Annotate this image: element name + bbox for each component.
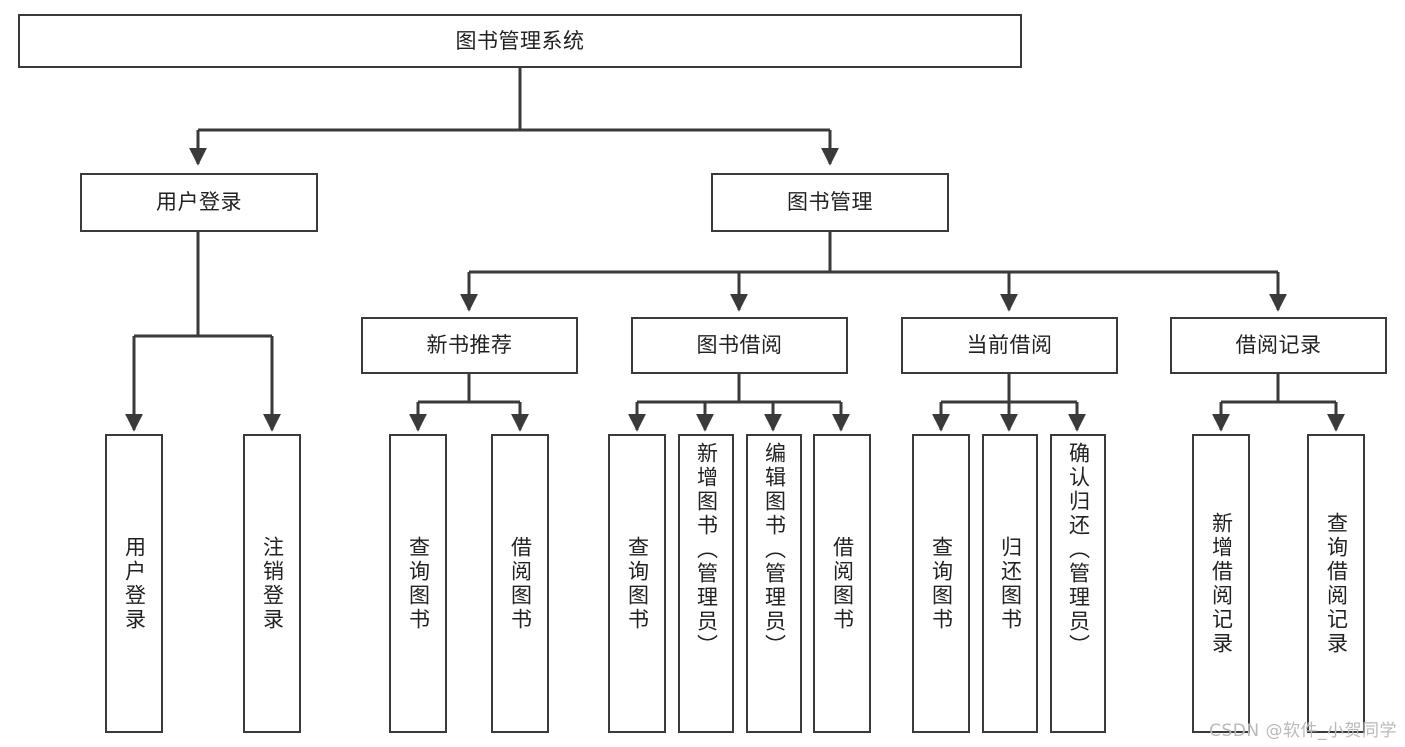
node-root[interactable]: 图书管理系统 <box>18 14 1022 68</box>
watermark-text: CSDN @软件_小贺同学 <box>1209 721 1397 741</box>
node-user-login[interactable]: 用户登录 <box>80 173 318 232</box>
node-new-book-recommend-label: 新书推荐 <box>426 333 513 358</box>
node-book-management-label: 图书管理 <box>787 190 873 215</box>
node-leaf-logout-login[interactable]: 注销登录 <box>243 434 301 733</box>
node-leaf-borrow-book-2[interactable]: 借阅图书 <box>813 434 871 733</box>
node-new-book-recommend[interactable]: 新书推荐 <box>361 317 578 374</box>
node-borrow-record[interactable]: 借阅记录 <box>1170 317 1387 374</box>
node-root-label: 图书管理系统 <box>455 28 585 53</box>
node-current-borrow[interactable]: 当前借阅 <box>901 317 1118 374</box>
node-leaf-borrow-book-2-label: 借阅图书 <box>830 535 855 632</box>
node-leaf-add-record-label: 新增借阅记录 <box>1209 511 1234 656</box>
node-leaf-query-book-1-label: 查询图书 <box>406 535 431 632</box>
node-leaf-query-book-2-label: 查询图书 <box>625 535 650 632</box>
node-leaf-add-book-label: 新增图书（管理员） <box>694 442 719 658</box>
node-leaf-query-book-3-label: 查询图书 <box>929 535 954 632</box>
node-leaf-add-book[interactable]: 新增图书（管理员） <box>678 434 734 733</box>
node-leaf-user-login-label: 用户登录 <box>122 535 147 632</box>
node-book-management[interactable]: 图书管理 <box>711 173 949 232</box>
node-borrow-record-label: 借阅记录 <box>1235 333 1322 358</box>
node-leaf-add-record[interactable]: 新增借阅记录 <box>1192 434 1250 733</box>
node-leaf-query-book-3[interactable]: 查询图书 <box>912 434 970 733</box>
node-current-borrow-label: 当前借阅 <box>966 333 1053 358</box>
node-leaf-query-record-label: 查询借阅记录 <box>1324 511 1349 656</box>
node-leaf-logout-login-label: 注销登录 <box>260 535 285 632</box>
node-leaf-return-book[interactable]: 归还图书 <box>982 434 1038 733</box>
node-leaf-query-record[interactable]: 查询借阅记录 <box>1307 434 1365 733</box>
node-leaf-confirm-return-label: 确认归还（管理员） <box>1066 442 1091 658</box>
node-leaf-borrow-book-1-label: 借阅图书 <box>508 535 533 632</box>
node-leaf-return-book-label: 归还图书 <box>998 535 1023 632</box>
node-book-borrow-label: 图书借阅 <box>696 333 783 358</box>
node-book-borrow[interactable]: 图书借阅 <box>631 317 848 374</box>
node-leaf-user-login[interactable]: 用户登录 <box>105 434 163 733</box>
node-leaf-query-book-2[interactable]: 查询图书 <box>608 434 666 733</box>
node-leaf-edit-book[interactable]: 编辑图书（管理员） <box>746 434 802 733</box>
node-leaf-query-book-1[interactable]: 查询图书 <box>389 434 447 733</box>
node-leaf-confirm-return[interactable]: 确认归还（管理员） <box>1050 434 1106 733</box>
node-user-login-label: 用户登录 <box>156 190 242 215</box>
node-leaf-edit-book-label: 编辑图书（管理员） <box>762 442 787 658</box>
node-leaf-borrow-book-1[interactable]: 借阅图书 <box>491 434 549 733</box>
